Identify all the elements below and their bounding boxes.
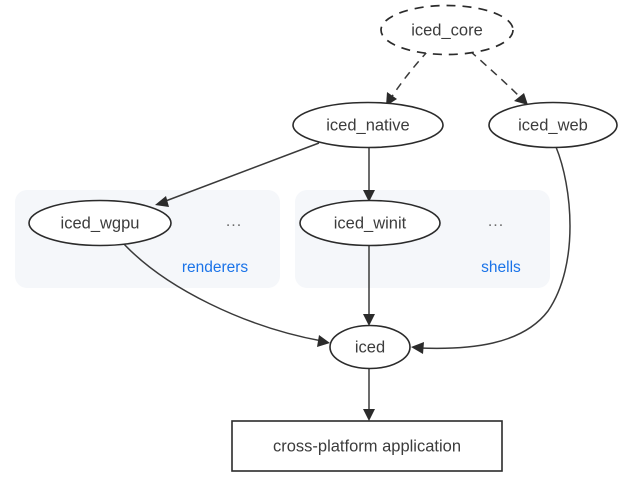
node-iced-winit-shape[interactable] [299,199,441,247]
node-iced-winit[interactable]: iced_winit [299,199,441,247]
node-iced-core[interactable]: iced_core [380,4,514,56]
edge-iced-web-to-iced [411,146,571,354]
node-iced-wgpu[interactable]: iced_wgpu [28,199,172,247]
edge-iced-native-to-iced-winit [363,148,375,202]
node-iced-wgpu-shape[interactable] [28,199,172,247]
node-application-shape[interactable] [231,420,503,472]
node-iced-native-label: iced_native [326,116,409,134]
node-iced[interactable]: iced [329,324,411,370]
cluster-renderers-ellipsis: ... [226,213,242,230]
node-iced-web-label: iced_web [518,116,588,134]
edge-iced-wgpu-to-iced [122,242,330,347]
node-iced-shape[interactable] [329,324,411,370]
cluster-shells-label: shells [481,259,521,276]
node-iced-winit-label: iced_winit [334,214,407,232]
edge-iced-core-to-iced-native [386,50,429,106]
node-iced-native[interactable]: iced_native [292,101,444,149]
edge-iced-winit-to-iced [363,246,375,326]
node-iced-core-label: iced_core [411,21,483,39]
edge-iced-to-application [363,369,375,421]
edge-iced-native-to-iced-wgpu [155,142,320,207]
edge-iced-core-to-iced-web [469,50,528,105]
node-iced-wgpu-label: iced_wgpu [61,214,140,232]
node-iced-web-shape[interactable] [488,101,618,149]
node-iced-core-shape[interactable] [380,4,514,56]
cluster-shells-ellipsis: ... [488,213,504,230]
node-iced-label: iced [355,338,385,356]
node-iced-web[interactable]: iced_web [488,101,618,149]
node-application-label: cross-platform application [273,437,461,455]
cluster-renderers-label: renderers [182,259,249,276]
node-application[interactable]: cross-platform application [231,420,503,472]
node-iced-native-shape[interactable] [292,101,444,149]
